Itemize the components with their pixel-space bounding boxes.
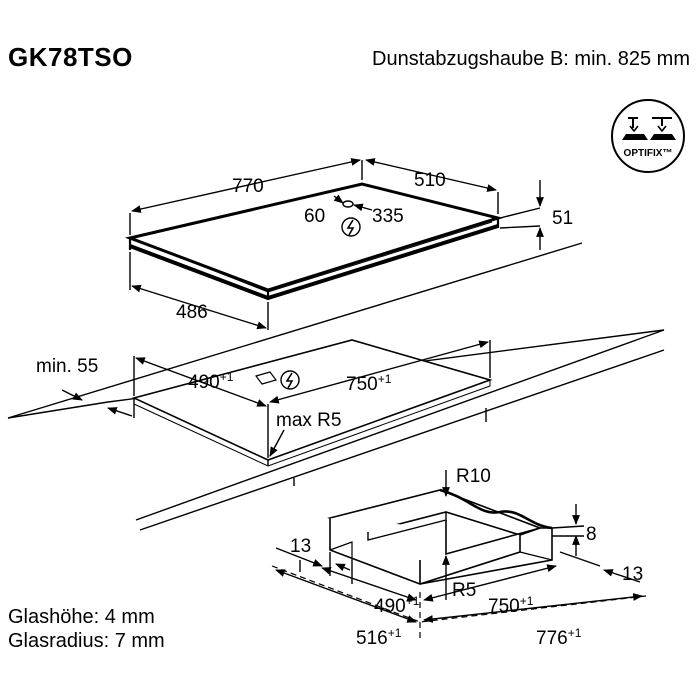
glass-radius-note: Glasradius: 7 mm <box>8 630 165 652</box>
connector-depth-label: 335 <box>372 206 404 227</box>
detail-edge-right-label: 13 <box>622 564 643 585</box>
connector-offset-label: 60 <box>304 206 325 227</box>
detail-outer-depth-label: 516+1 <box>356 626 402 649</box>
glass-height-note: Glashöhe: 4 mm <box>8 606 155 628</box>
min-front-distance-label: min. 55 <box>36 356 98 377</box>
detail-r5-label: R5 <box>452 580 476 601</box>
hob-front-depth-label: 486 <box>176 302 208 323</box>
hood-width-note: Dunstabzugshaube B: min. 825 mm <box>372 48 690 70</box>
cutout-radius-label: max R5 <box>276 410 341 431</box>
hob-drawing: 770 510 51 60 335 486 <box>124 158 573 330</box>
detail-r10-label: R10 <box>456 466 491 487</box>
optifix-symbol-icon <box>622 117 676 140</box>
worktop-cutout-drawing: min. 55 490+1 750+1 max R5 <box>7 242 665 531</box>
optifix-badge: OPTIFIX™ <box>611 99 685 173</box>
detail-step-label: 8 <box>586 524 597 545</box>
hob-width-label: 770 <box>232 176 264 197</box>
cutout-depth-label: 490+1 <box>188 370 234 393</box>
cutout-connection-box <box>254 371 278 385</box>
connector-point-icon <box>342 200 354 208</box>
detail-outer-width-label: 776+1 <box>536 626 582 649</box>
cutout-width-label: 750+1 <box>346 372 392 395</box>
detail-edge-left-label: 13 <box>290 536 311 557</box>
hob-electric-connection-icon <box>341 217 361 237</box>
frame-detail-drawing: R10 R5 8 13 13 490+1 750+1 <box>271 466 647 649</box>
model-title: GK78TSO <box>8 42 133 72</box>
hob-depth-label: 510 <box>414 170 446 191</box>
hob-height-label: 51 <box>552 208 573 229</box>
cutout-electric-connection-icon <box>280 370 300 390</box>
optifix-label: OPTIFIX™ <box>624 148 673 159</box>
